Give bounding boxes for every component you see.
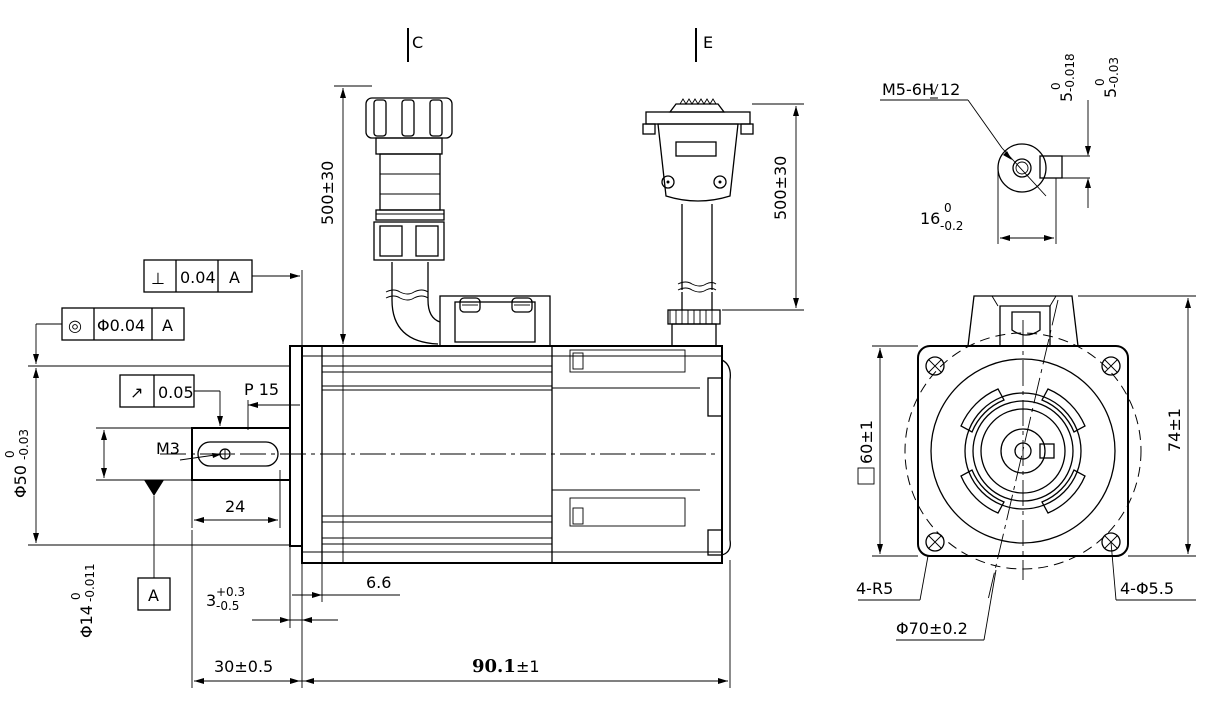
concentricity-datum: A: [162, 316, 173, 335]
flange-recess-upper: +0.3: [216, 585, 245, 599]
perpendicularity-datum: A: [229, 268, 240, 287]
dim-cable-length-c: 500±30: [318, 85, 372, 344]
key-length-text: P 15: [244, 380, 279, 399]
connector-e-dsub: [642, 98, 754, 347]
key-height-lower: -0.2: [940, 219, 963, 233]
perpendicularity-value: 0.04: [180, 268, 216, 287]
key-width-a-upper: 0: [1049, 82, 1063, 90]
dim-shaft-length: 24: [191, 470, 281, 528]
pilot-dia-main: Φ50: [11, 465, 30, 498]
section-label-e: E: [703, 33, 713, 52]
mount-holes-text: 4-Φ5.5: [1120, 579, 1174, 598]
key-width-b-lower: -0.03: [1107, 57, 1121, 88]
dim-key-length: P 15: [244, 380, 300, 430]
shaft-end-detail: M5-6H 12 5 0 -0.018 5 0 -0.03 16 0 -0.2: [880, 53, 1121, 244]
perpendicularity-symbol: ⊥: [151, 269, 165, 288]
flange-recess-lower: -0.5: [216, 599, 239, 613]
concentricity-value: Φ0.04: [97, 316, 145, 335]
dim-shaft-thread: M3: [156, 439, 223, 461]
perpendicularity-frame: ⊥ 0.04 A: [143, 259, 303, 346]
runout-value: 0.05: [158, 383, 194, 402]
flange-front-view: [904, 295, 1142, 601]
flange-step-text: 6.6: [366, 573, 391, 592]
datum-a-label: A: [148, 586, 159, 605]
end-thread-text: M5-6H: [882, 80, 934, 99]
thread-depth-text: 12: [940, 80, 960, 99]
shaft-thread-text: M3: [156, 439, 180, 458]
shaft-length-text: 24: [225, 497, 245, 516]
dim-text-cable-e: 500±30: [771, 156, 790, 220]
concentricity-frame: ◎ Φ0.04 A: [33, 307, 185, 364]
dim-shaft-diameter: Φ14 0 -0.011: [69, 427, 192, 638]
bolt-circle-text: Φ70±0.2: [896, 619, 968, 638]
pilot-dia-lower: -0.03: [17, 429, 31, 460]
key-height-upper: 0: [944, 201, 952, 215]
section-marker-e: E: [695, 28, 713, 62]
dim-flange-recess: 3 +0.3 -0.5: [206, 563, 338, 628]
dim-overall-length: 30±0.5 90.1 ±1: [191, 530, 731, 688]
body-length-tolerance: ±1: [516, 657, 540, 676]
motor-body-side-view: [289, 345, 731, 564]
flange-square-text: 60±1: [857, 420, 876, 464]
total-height-text: 74±1: [1165, 408, 1184, 452]
flange-recess-main: 3: [206, 591, 216, 610]
connector-c-plug: [365, 97, 453, 345]
dim-total-height: 74±1: [1078, 295, 1196, 557]
dim-cable-length-e: 500±30: [722, 103, 804, 311]
shaft-dia-main: Φ14: [77, 605, 96, 638]
runout-frame: ↗ 0.05: [119, 374, 223, 426]
dim-pilot-diameter: Φ50 0 -0.03: [3, 365, 290, 546]
runout-symbol: ↗: [130, 383, 143, 402]
key-height-main: 16: [920, 209, 940, 228]
shaft-ext-text: 30±0.5: [214, 657, 273, 676]
section-label-c: C: [412, 33, 423, 52]
body-length-value: 90.1: [472, 656, 516, 677]
shaft-dia-upper: 0: [69, 592, 83, 600]
concentricity-symbol: ◎: [68, 316, 82, 335]
datum-a: A: [137, 480, 171, 611]
pilot-dia-upper: 0: [3, 450, 17, 458]
key-width-b-main: 5: [1101, 88, 1120, 98]
dim-flange-square: 60±1: [857, 345, 918, 557]
key-width-a-lower: -0.018: [1063, 53, 1077, 92]
dim-flange-step: 6.6: [289, 546, 400, 628]
dim-text-cable-c: 500±30: [318, 161, 337, 225]
key-width-a-main: 5: [1057, 92, 1076, 102]
dim-corner-radius: 4-R5: [856, 555, 929, 601]
key-width-b-upper: 0: [1093, 78, 1107, 86]
dim-bolt-circle: Φ70±0.2: [896, 569, 997, 641]
corner-radius-text: 4-R5: [856, 579, 893, 598]
dim-mount-holes: 4-Φ5.5: [1110, 541, 1196, 601]
terminal-block: [439, 295, 551, 347]
section-marker-c: C: [407, 28, 423, 62]
shaft-dia-lower: -0.011: [83, 563, 97, 602]
